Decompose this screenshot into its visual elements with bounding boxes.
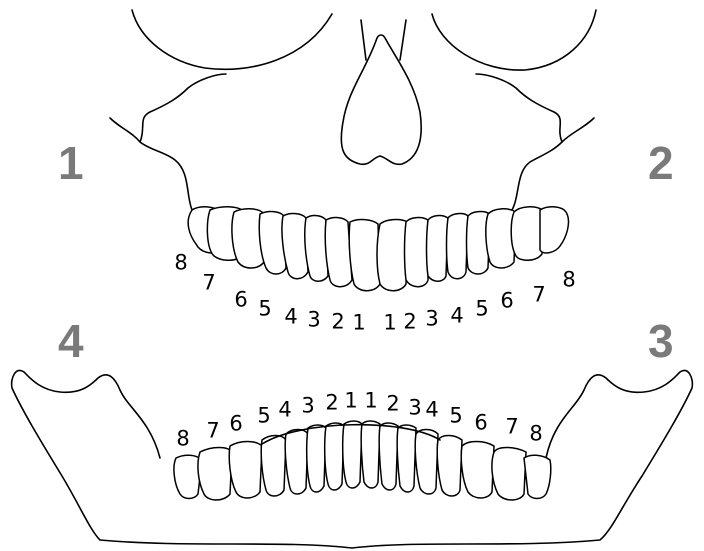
upper-tooth-number: 3 [425,309,438,330]
maxilla-outline [110,74,594,210]
quadrant-label-1: 1 [58,140,84,186]
upper-tooth-number: 8 [562,270,575,291]
nasal-bridge [361,20,406,60]
upper-tooth-number: 2 [403,312,416,333]
lower-tooth-number: 2 [386,394,399,415]
upper-tooth-number: 1 [383,313,396,334]
lower-tooth-number: 5 [257,406,270,427]
lower-tooth-number: 2 [325,393,338,414]
upper-tooth-number: 3 [307,310,320,331]
lower-tooth-number: 1 [344,391,357,412]
upper-tooth-number: 5 [258,299,271,320]
lower-tooth-number: 5 [449,406,462,427]
right-orbit [132,10,332,69]
upper-dental-arch [188,207,568,291]
lower-tooth-number: 4 [278,400,291,421]
upper-tooth-number: 7 [532,285,545,306]
nasal-cavity [341,35,421,164]
quadrant-label-4: 4 [58,318,84,364]
lower-tooth-number: 6 [474,413,487,434]
upper-tooth-number: 6 [234,290,247,311]
quadrant-label-3: 3 [648,318,674,364]
lower-tooth-number: 8 [529,424,542,445]
quadrant-label-2: 2 [648,140,674,186]
lower-tooth-number: 8 [176,429,189,450]
upper-tooth-number: 7 [202,273,215,294]
lower-tooth-number: 3 [301,396,314,417]
upper-tooth-number: 1 [352,313,365,334]
lower-tooth-number: 4 [425,400,438,421]
lower-tooth-number: 1 [364,391,377,412]
lower-tooth-number: 6 [229,414,242,435]
upper-tooth-number: 8 [174,253,187,274]
upper-tooth-number: 4 [450,306,463,327]
upper-tooth-number: 4 [284,307,297,328]
lower-tooth-number: 7 [206,421,219,442]
lower-tooth-number: 7 [505,417,518,438]
upper-tooth-number: 5 [475,299,488,320]
lower-tooth-number: 3 [408,398,421,419]
left-orbit [432,10,596,70]
upper-tooth-number: 6 [500,291,513,312]
upper-tooth-number: 2 [331,312,344,333]
